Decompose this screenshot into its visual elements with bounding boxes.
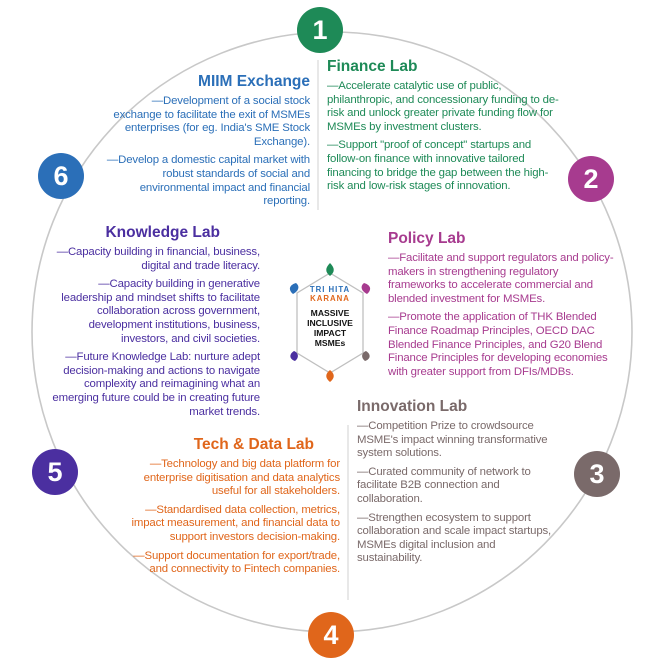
miim-exchange-item: —Development of a social stock exchange … [113,95,310,148]
policy-lab-item: —Facilitate and support regulators and p… [388,252,614,305]
tech-data-lab-item: —Technology and big data platform for en… [143,458,340,498]
leaf-icon [326,370,334,382]
number-2-badge: 2 [568,156,614,202]
number-1-badge: 1 [297,7,343,53]
tech-data-lab-item: —Standardised data collection, metrics, … [131,503,341,543]
tri-hita-karana-logo-text: TRI HITA KARANA [309,285,351,303]
finance-lab-item: —Accelerate catalytic use of public, phi… [327,80,559,133]
innovation-lab-item: —Strengthen ecosystem to support collabo… [357,511,552,565]
miim-exchange-title: MIIM Exchange [198,73,310,90]
finance-lab-item: —Support "proof of concept" startups and… [327,139,549,193]
knowledge-lab-item: —Capacity building in generative leaders… [61,278,260,345]
knowledge-lab-title: Knowledge Lab [105,224,220,241]
innovation-lab-section: Innovation Lab —Competition Prize to cro… [357,398,563,571]
number-3-badge: 3 [574,451,620,497]
finance-lab-section: Finance Lab —Accelerate catalytic use of… [327,58,562,199]
innovation-lab-title: Innovation Lab [357,398,468,415]
number-5-badge: 5 [32,449,78,495]
leaf-icon [289,283,299,294]
leaf-icon [362,351,370,361]
miim-exchange-item: —Develop a domestic capital market with … [106,154,310,208]
leaf-icon [361,283,371,294]
number-4-badge: 4 [308,612,354,658]
policy-lab-section: Policy Lab —Facilitate and support regul… [388,230,616,384]
tech-data-lab-section: Tech & Data Lab —Technology and big data… [118,436,341,582]
center-label: MASSIVE INCLUSIVE IMPACT MSMEs [307,308,353,348]
tech-data-lab-item: —Support documentation for export/trade,… [133,549,340,576]
leaf-icon [326,263,334,276]
innovation-lab-item: —Curated community of network to facilit… [357,465,531,505]
finance-lab-title: Finance Lab [327,58,418,75]
policy-lab-title: Policy Lab [388,230,466,247]
emblem-hexagon [289,263,371,382]
number-6-badge: 6 [38,153,84,199]
policy-lab-item: —Promote the application of THK Blended … [388,311,608,378]
tech-data-lab-title: Tech & Data Lab [193,436,314,453]
miim-exchange-section: MIIM Exchange —Development of a social s… [104,73,310,214]
leaf-icon [290,351,298,361]
innovation-lab-item: —Competition Prize to crowdsource MSME's… [357,420,548,460]
knowledge-lab-item: —Capacity building in financial, busines… [56,246,260,272]
knowledge-lab-section: Knowledge Lab —Capacity building in fina… [52,224,260,424]
tri-hita-karana-emblem: TRI HITA KARANA MASSIVE INCLUSIVE IMPACT… [289,263,371,383]
knowledge-lab-item: —Future Knowledge Lab: nurture adept dec… [52,351,260,418]
